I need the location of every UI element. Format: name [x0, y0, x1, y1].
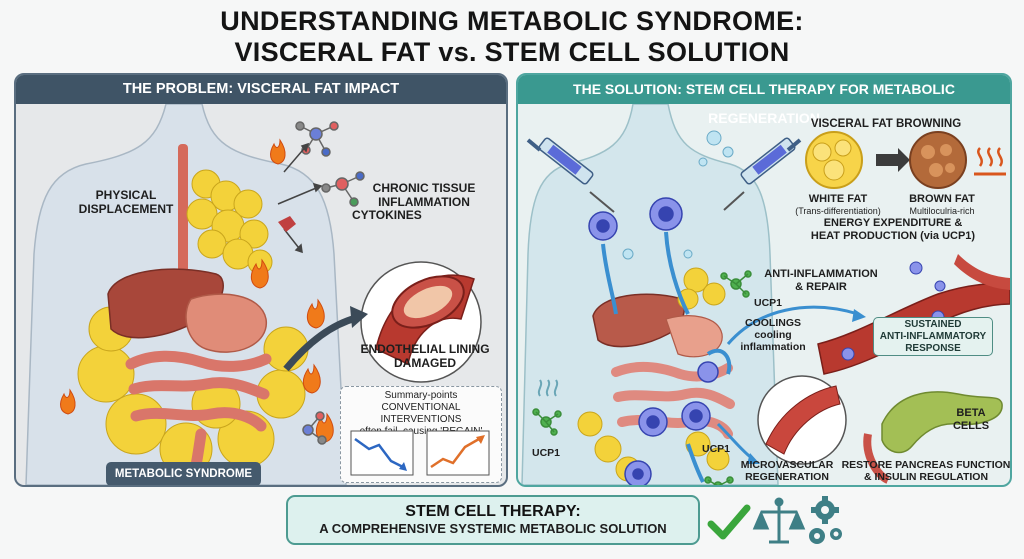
label-beta-cells: BETA CELLS: [952, 407, 990, 432]
title-line-1: UNDERSTANDING METABOLIC SYNDROME:: [220, 6, 804, 36]
label-energy-expenditure: ENERGY EXPENDITURE & HEAT PRODUCTION (vi…: [810, 217, 976, 242]
visceral-fat-upper: [186, 169, 273, 275]
gears-icon: [809, 496, 842, 544]
summary-text: Summary-points CONVENTIONAL INTERVENTION…: [345, 390, 497, 438]
regain-arrowhead: [476, 435, 485, 444]
banner-icons: [707, 496, 842, 544]
stomach: [185, 293, 267, 353]
metabolic-syndrome-badge: METABOLIC SYNDROME: [106, 462, 261, 485]
regain-trend-charts: [350, 430, 490, 476]
decline-arrowhead: [399, 462, 407, 471]
solution-panel-header: THE SOLUTION: STEM CELL THERAPY FOR META…: [518, 75, 1010, 126]
solution-illustration: [521, 104, 1010, 485]
label-microvascular: MICROVASCULAR REGENERATION: [740, 459, 834, 483]
summary-line-1: Summary-points: [384, 390, 458, 401]
title-line-2: VISCERAL FAT vs. STEM CELL SOLUTION: [234, 37, 790, 67]
label-pancreas: RESTORE PANCREAS FUNCTION & INSULIN REGU…: [841, 459, 1011, 483]
fire-icon: [974, 147, 1006, 176]
arrows-from-fat: [277, 142, 323, 254]
fire-icon: [60, 138, 334, 443]
label-brown-fat-sub: Multiloculria-rich: [909, 206, 975, 216]
label-ucp1-left: UCP1: [531, 447, 560, 459]
receptor-icon: [278, 216, 296, 232]
ucp1-molecule-left: [532, 408, 562, 436]
ucp1-molecule-bottom: [704, 476, 734, 485]
label-brown-fat: BROWN FAT: [909, 193, 975, 205]
summary-line-2: CONVENTIONAL INTERVENTIONS: [380, 402, 462, 425]
stem-cell-therapy-banner: STEM CELL THERAPY: A COMPREHENSIVE SYSTE…: [286, 495, 700, 545]
label-ucp1-bottom: UCP1: [701, 443, 730, 455]
stem-cells: [588, 197, 719, 485]
label-ucp1-top: UCP1: [753, 297, 782, 309]
flow-arrows: [601, 231, 732, 483]
solution-panel: THE SOLUTION: STEM CELL THERAPY FOR META…: [516, 73, 1012, 487]
sustained-response-box: SUSTAINED ANTI-INFLAMMATORY RESPONSE: [873, 317, 993, 356]
bubbles: [622, 130, 734, 260]
label-white-fat-sub: (Trans-differentiation): [795, 206, 881, 216]
syringe-icon-right: [723, 137, 802, 211]
summary-box: Summary-points CONVENTIONAL INTERVENTION…: [340, 386, 502, 483]
checkmark-icon: [707, 504, 751, 540]
problem-panel: THE PROBLEM: VISCERAL FAT IMPACT: [14, 73, 508, 487]
molecule-near-summary: [302, 411, 327, 445]
label-white-fat: WHITE FAT: [808, 193, 868, 205]
banner-subtitle: A COMPREHENSIVE SYSTEMIC METABOLIC SOLUT…: [319, 521, 667, 536]
label-endothelial: ENDOTHELIAL LINING DAMAGED: [360, 342, 490, 370]
syringe-icon-left: [526, 137, 615, 213]
inflammation-molecule: [321, 171, 365, 207]
problem-illustration: [25, 104, 482, 485]
scales-icon: [752, 497, 806, 544]
label-chronic-inflammation: CHRONIC TISSUE INFLAMMATION: [372, 181, 476, 209]
banner-title: STEM CELL THERAPY:: [405, 503, 581, 520]
label-sustained-response: SUSTAINED ANTI-INFLAMMATORY RESPONSE: [879, 319, 987, 354]
label-cytokines: CYTOKINES: [352, 208, 422, 222]
white-fat-cell: [805, 131, 863, 189]
page-title: UNDERSTANDING METABOLIC SYNDROME: VISCER…: [0, 6, 1024, 68]
microvascular-vessel: [757, 375, 847, 465]
arrow-to-vessel: [283, 306, 368, 372]
ucp1-molecule-top: [720, 270, 752, 298]
label-visceral-fat-browning: VISCERAL FAT BROWNING: [810, 118, 962, 130]
arrow-to-microvascular: [716, 422, 760, 464]
label-anti-inflammation: ANTI-INFLAMMATION & REPAIR: [764, 268, 878, 293]
summary-line-3: often fail, causing 'REGAIN': [359, 426, 483, 437]
stomach: [665, 315, 723, 358]
brown-fat-cell: [909, 131, 967, 189]
pancreas: [863, 391, 1003, 484]
arrow-to-anti-inflammation: [726, 305, 866, 345]
blood-vessel-cross-section: [360, 261, 482, 383]
regain-trend-line: [430, 437, 480, 469]
label-coolings: COOLINGS cooling inflammation: [740, 317, 806, 353]
decline-trend-line: [354, 437, 404, 469]
problem-panel-header: THE PROBLEM: VISCERAL FAT IMPACT: [16, 75, 506, 104]
label-physical-displacement: PHYSICAL DISPLACEMENT: [78, 188, 174, 216]
browning-arrow: [876, 148, 910, 172]
heat-waves-icon: [537, 379, 559, 397]
